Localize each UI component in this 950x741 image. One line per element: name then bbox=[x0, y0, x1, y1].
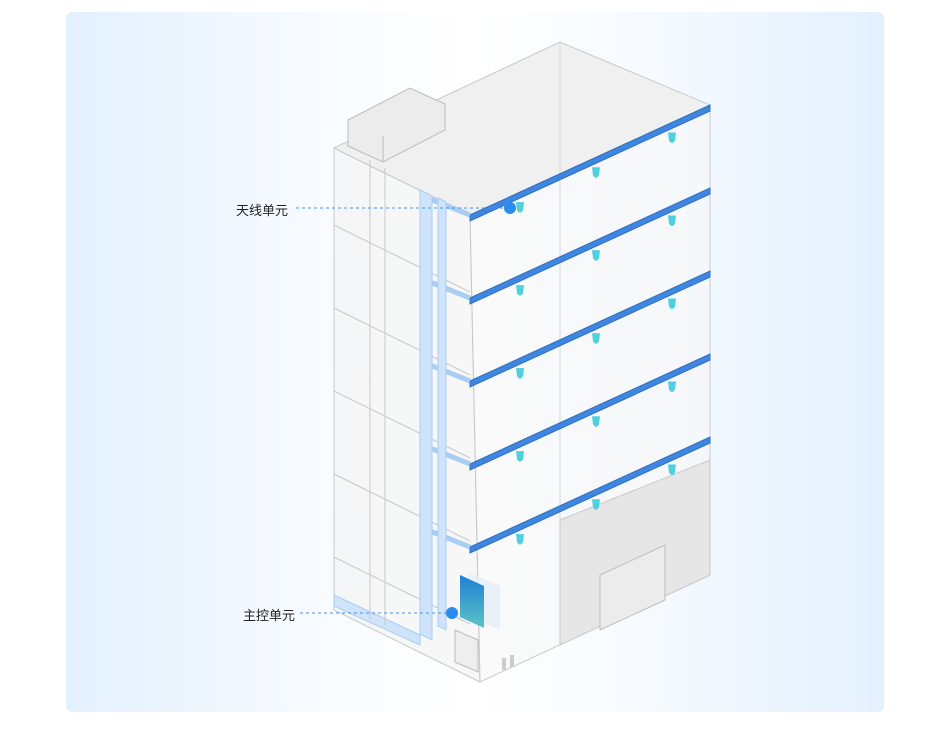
antenna-icon bbox=[668, 298, 676, 309]
antenna-strip bbox=[469, 270, 711, 388]
antenna-strip bbox=[469, 187, 711, 305]
antenna-icon bbox=[668, 215, 676, 226]
antenna-icon bbox=[592, 416, 600, 427]
antenna-icon bbox=[668, 132, 676, 143]
antenna-icon bbox=[516, 202, 524, 213]
floor-line bbox=[333, 473, 471, 542]
antenna-icon bbox=[592, 250, 600, 261]
antenna-icon bbox=[592, 333, 600, 344]
main-control-unit bbox=[454, 572, 514, 673]
antenna-icon bbox=[592, 167, 600, 178]
antenna-icon bbox=[668, 464, 676, 475]
antenna-unit-label: 天线单元 bbox=[236, 203, 289, 218]
controller-marker[interactable] bbox=[446, 607, 458, 619]
antenna-icon bbox=[516, 368, 524, 379]
floor-line bbox=[333, 390, 471, 459]
floor-line bbox=[333, 224, 471, 293]
antenna-icon bbox=[516, 285, 524, 296]
floor-line bbox=[333, 307, 471, 376]
antenna-marker[interactable] bbox=[504, 202, 516, 214]
control-unit-label: 主控单元 bbox=[243, 608, 296, 623]
antenna-strip bbox=[469, 353, 711, 471]
antenna-icon bbox=[668, 381, 676, 392]
cable-shaft bbox=[333, 160, 447, 646]
antenna-icon bbox=[516, 451, 524, 462]
antenna-icon bbox=[592, 499, 600, 510]
antenna-strip bbox=[469, 436, 711, 554]
antenna-strip bbox=[469, 104, 711, 222]
antenna-icon bbox=[516, 534, 524, 545]
